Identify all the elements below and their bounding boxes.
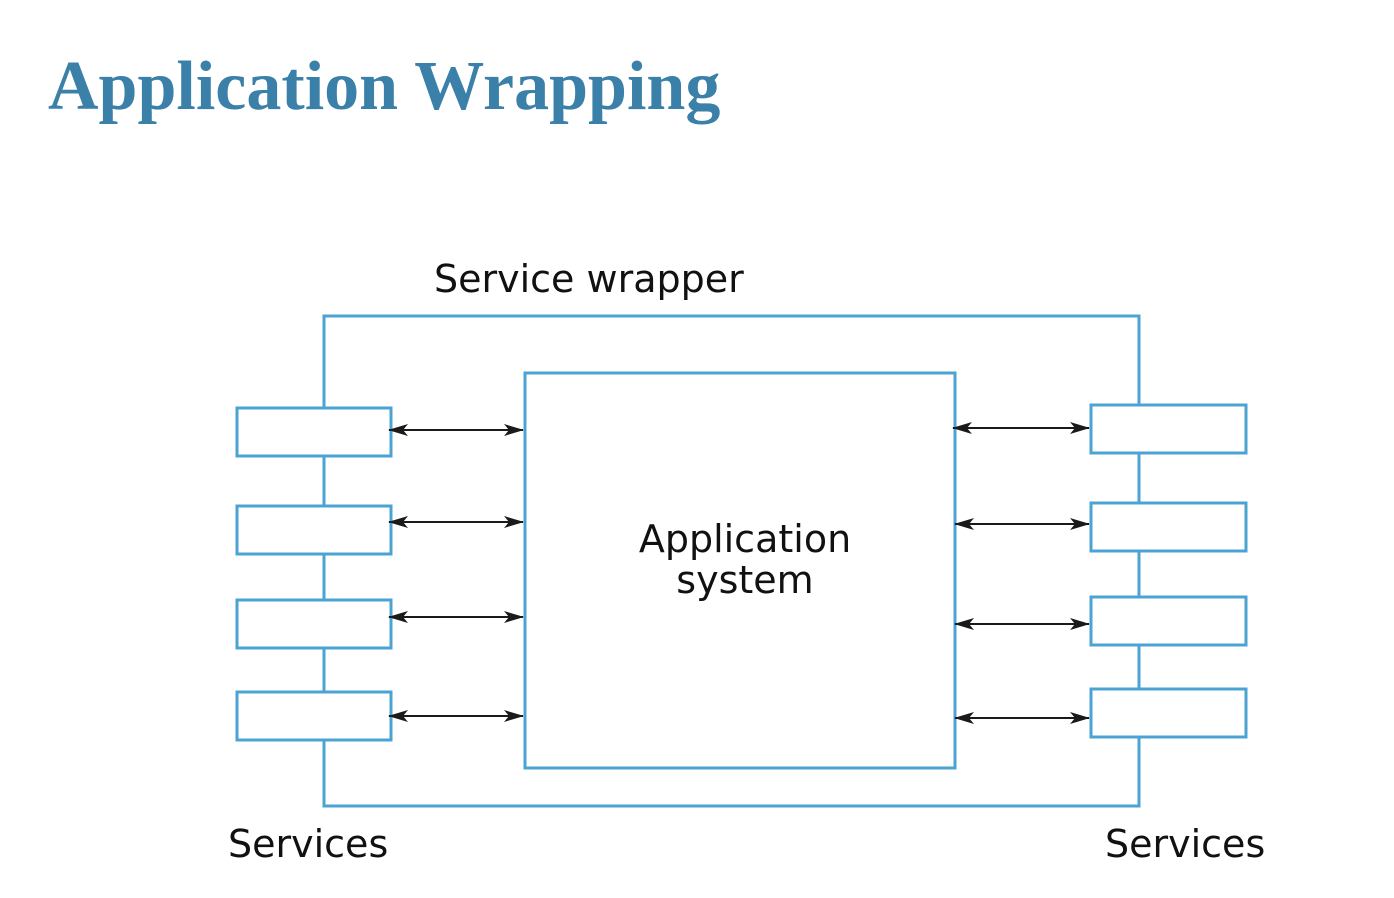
service-wrapper-label: Service wrapper (434, 257, 744, 301)
application-system-box (523, 371, 957, 770)
service-interface-right-1 (1089, 403, 1248, 455)
service-interface-right-4 (1089, 687, 1248, 739)
services-left-label: Services (228, 822, 388, 866)
service-interface-right-3 (1089, 595, 1248, 647)
service-interface-left-3 (235, 598, 393, 650)
page-title: Application Wrapping (48, 48, 721, 125)
application-system-label-line1: Application (639, 517, 851, 561)
service-interface-left-4 (235, 690, 393, 742)
service-wrapper-box (322, 314, 1141, 808)
application-system-label-line2: system (676, 558, 813, 602)
service-interface-left-2 (235, 504, 393, 556)
services-right-label: Services (1105, 822, 1265, 866)
service-interface-left-1 (235, 406, 393, 458)
service-interface-right-2 (1089, 501, 1248, 553)
